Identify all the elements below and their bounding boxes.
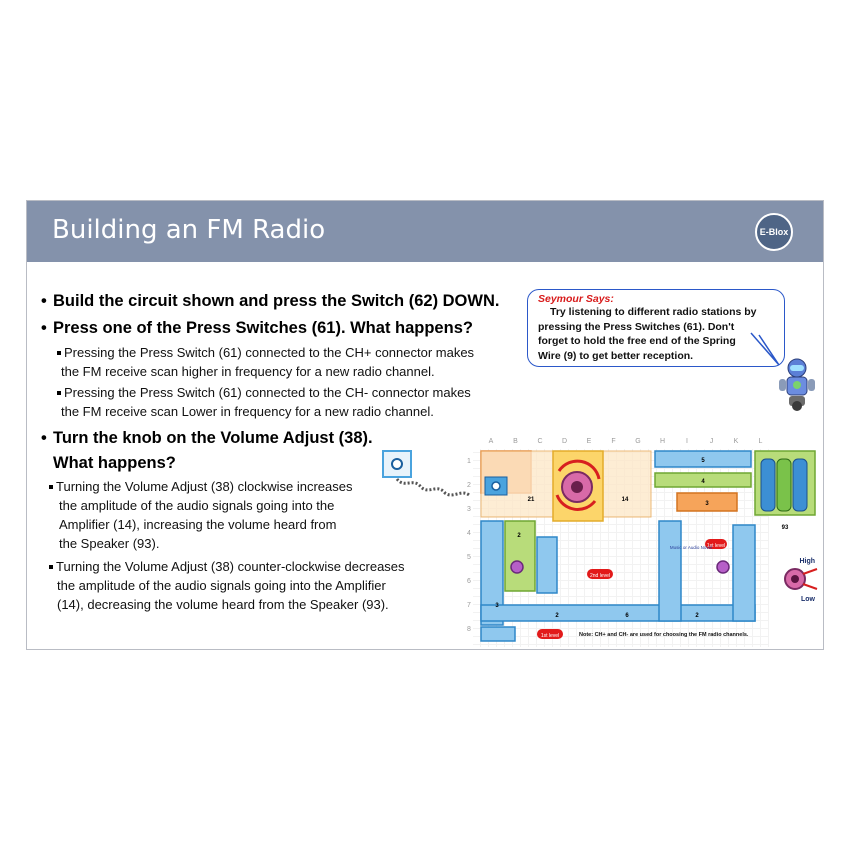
column-labels: A B C D E F G H I J K L <box>489 438 763 445</box>
spring-wire-icon <box>395 477 470 497</box>
level-badge <box>705 539 727 549</box>
column-label: F <box>611 438 615 445</box>
sub-bullet-clockwise: Turning the Volume Adjust (38) clockwise… <box>49 477 367 553</box>
part-label: 3 <box>495 603 499 609</box>
block-blue-bottom <box>480 604 756 622</box>
block-blue-right <box>732 524 756 622</box>
column-label: K <box>734 438 739 445</box>
square-bullet-icon <box>57 390 61 395</box>
press-switch-icon <box>510 560 524 574</box>
seymour-speech-bubble: Seymour Says: Try listening to different… <box>527 289 785 367</box>
column-label: A <box>489 438 494 445</box>
part-label: 21 <box>528 497 535 503</box>
music-label: Music or Audio Novel <box>670 545 712 550</box>
column-label: G <box>635 438 640 445</box>
column-label: J <box>710 438 714 445</box>
bullet-3-line-2: What happens? <box>53 454 176 472</box>
level-label: 2nd level <box>590 573 610 579</box>
low-label: Low <box>801 596 816 603</box>
row-label: 5 <box>467 554 471 561</box>
seymour-robot-icon <box>779 358 815 411</box>
column-label: B <box>513 438 518 445</box>
sub-bullet-ch-minus: Pressing the Press Switch (61) connected… <box>57 383 471 421</box>
slide: Building an FM Radio E-Blox •Build the c… <box>26 200 824 650</box>
column-label: I <box>686 438 688 445</box>
column-label: E <box>587 438 592 445</box>
sub-bullet-counter-clockwise: Turning the Volume Adjust (38) counter-c… <box>49 557 405 614</box>
bubble-tail-icon <box>750 332 780 366</box>
slide-switch-icon <box>480 626 516 642</box>
seymour-title: Seymour Says: <box>538 293 614 305</box>
level-label: 1st level <box>707 543 725 549</box>
row-label: 8 <box>467 626 471 633</box>
block-blue-top <box>654 450 752 468</box>
column-label: C <box>537 438 542 445</box>
part-label: 2 <box>695 613 699 619</box>
high-label: High <box>799 558 815 565</box>
level-badge <box>537 629 563 639</box>
part-label: 2 <box>555 613 559 619</box>
part-label: 2 <box>517 533 521 539</box>
logo-text: E-Blox <box>759 227 789 237</box>
level-badge <box>587 569 613 579</box>
press-switch-icon <box>716 560 730 574</box>
part-label: 6 <box>625 613 629 619</box>
sub-bullet-ch-plus: Pressing the Press Switch (61) connected… <box>57 343 474 381</box>
square-bullet-icon <box>49 484 53 489</box>
slide-title: Building an FM Radio <box>52 215 326 245</box>
level-label: 1st level <box>541 633 559 639</box>
row-labels: 1 2 3 4 5 6 7 8 <box>467 458 471 633</box>
part-label: 14 <box>622 497 629 503</box>
column-label: D <box>562 438 567 445</box>
bullet-1: •Build the circuit shown and press the S… <box>41 292 500 310</box>
column-label: L <box>759 438 763 445</box>
block-green-row2 <box>654 472 752 488</box>
circuit-note: Note: CH+ and CH- are used for choosing … <box>579 632 749 638</box>
block-blue-right-inner <box>658 520 682 622</box>
block-green-left <box>504 520 536 592</box>
part-label: 93 <box>782 525 789 531</box>
amplifier-block <box>676 492 738 512</box>
fm-radio-circuit-diagram: A B C D E F G H I J K L 1 2 3 4 5 6 7 8 <box>382 438 818 647</box>
part-label: 5 <box>701 458 705 464</box>
row-label: 1 <box>467 458 471 465</box>
slide-header: Building an FM Radio E-Blox <box>27 201 823 262</box>
spring-wire-end-icon <box>382 450 412 478</box>
row-label: 2 <box>467 482 471 489</box>
slide-content: •Build the circuit shown and press the S… <box>27 262 823 649</box>
block-blue-left <box>480 520 504 626</box>
square-bullet-icon <box>57 350 61 355</box>
bullet-3: •Turn the knob on the Volume Adjust (38)… <box>41 429 373 447</box>
bullet-2: •Press one of the Press Switches (61). W… <box>41 319 473 337</box>
row-label: 3 <box>467 506 471 513</box>
square-bullet-icon <box>49 564 53 569</box>
eblox-logo-icon: E-Blox <box>755 213 793 251</box>
column-label: H <box>660 438 665 445</box>
row-label: 6 <box>467 578 471 585</box>
row-label: 7 <box>467 602 471 609</box>
seymour-text: Try listening to different radio station… <box>538 306 757 362</box>
row-label: 4 <box>467 530 471 537</box>
part-label: 3 <box>705 501 709 507</box>
block-blue-mid <box>536 536 558 594</box>
part-label: 4 <box>701 479 705 485</box>
